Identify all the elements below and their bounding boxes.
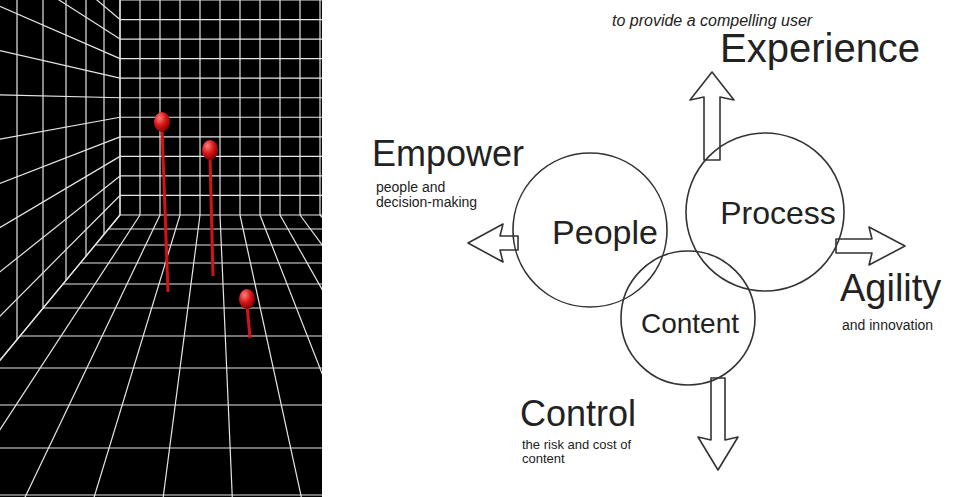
heading-label: Experience (720, 26, 920, 70)
venn-circle: People (512, 152, 668, 308)
perspective-grid (0, 0, 322, 497)
heading-label: Empower (372, 134, 524, 174)
note-label: the risk and cost of content (522, 438, 634, 467)
circle-label: Process (720, 195, 836, 232)
circle-label: Content (641, 308, 739, 340)
heading-label: Control (520, 394, 636, 434)
heading-label: Agility (840, 268, 941, 310)
left-arrow (468, 224, 518, 262)
venn-circle: Process (685, 132, 845, 292)
circle-label: People (552, 213, 658, 252)
right-arrow (836, 227, 905, 265)
venn-circle: Content (620, 250, 756, 386)
note-label: people and decision-making (376, 180, 496, 211)
down-arrow (698, 378, 738, 470)
note-label: and innovation (842, 318, 933, 333)
up-arrow (690, 72, 734, 160)
red-pins (154, 112, 255, 338)
